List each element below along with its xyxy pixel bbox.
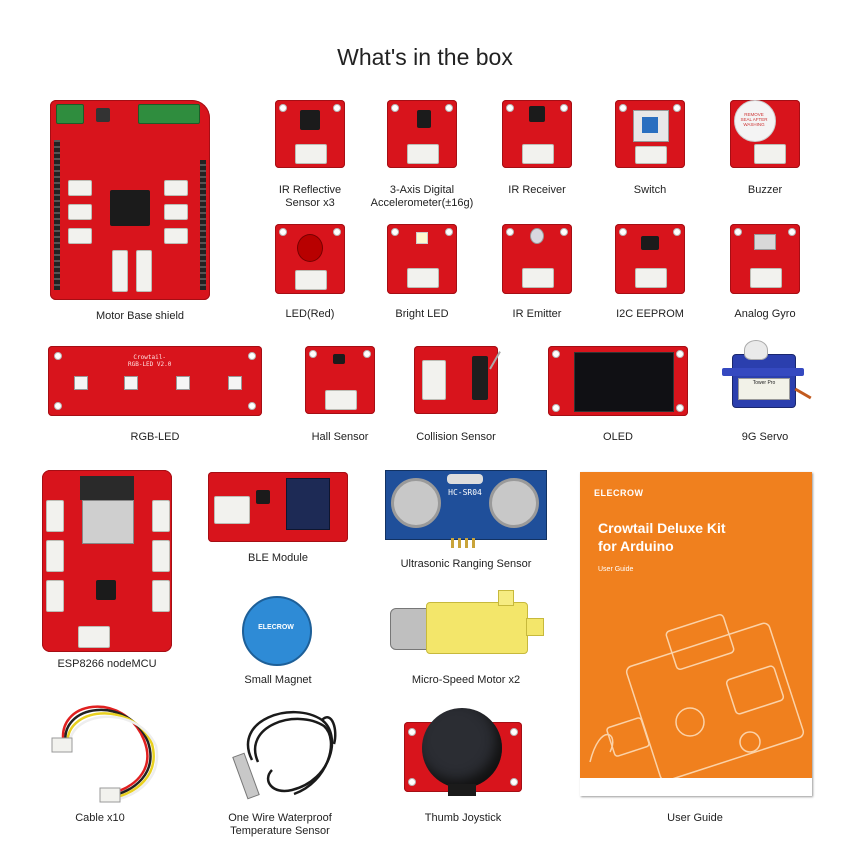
caption-ble-module: BLE Module	[248, 552, 308, 564]
motor-base-shield	[50, 100, 210, 300]
caption-analog-gyro: Analog Gyro	[734, 308, 796, 320]
bright-led-module	[387, 224, 457, 294]
guide-brand: ELECROW	[594, 488, 644, 498]
thumb-joystick	[404, 708, 522, 804]
hall-sensor-module	[305, 346, 375, 414]
caption-small-magnet: Small Magnet	[244, 674, 312, 686]
analog-gyro-module	[730, 224, 800, 294]
caption-led-red: LED(Red)	[285, 308, 335, 320]
oled-module	[548, 346, 688, 416]
servo-brand-label: Tower Pro	[738, 378, 790, 400]
caption-collision-sensor: Collision Sensor	[416, 431, 496, 443]
ultrasonic-model-label: HC-SR04	[448, 488, 482, 497]
caption-ir-receiver: IR Receiver	[508, 184, 566, 196]
i2c-eeprom-module	[615, 224, 685, 294]
ir-reflective-sensor	[275, 100, 345, 168]
buzzer-sticker: REMOVE SEAL AFTER WASHING	[740, 112, 768, 127]
caption-ir-emitter: IR Emitter	[512, 308, 562, 320]
rgb-led-module: Crowtail- RGB-LED V2.0	[48, 346, 262, 416]
caption-ir-reflective: IR Reflective Sensor x3	[278, 184, 342, 209]
caption-cable: Cable x10	[75, 812, 125, 824]
caption-motor-base-shield: Motor Base shield	[95, 310, 185, 322]
caption-servo: 9G Servo	[741, 431, 789, 443]
caption-oled: OLED	[603, 431, 633, 443]
guide-subtitle: User Guide	[598, 566, 634, 573]
caption-hall-sensor: Hall Sensor	[311, 431, 369, 443]
page-title: What's in the box	[337, 44, 513, 70]
magnet-brand: ELECROW	[258, 624, 294, 631]
caption-i2c-eeprom: I2C EEPROM	[616, 308, 684, 320]
esp8266-nodemcu	[42, 470, 172, 652]
ultrasonic-sensor: HC-SR04	[385, 470, 547, 550]
switch-module	[615, 100, 685, 168]
cable-bundle	[51, 705, 159, 803]
caption-accelerometer: 3-Axis Digital Accelerometer(±16g)	[370, 184, 474, 209]
ir-receiver-module	[502, 100, 572, 168]
ir-emitter-module	[502, 224, 572, 294]
caption-micro-motor: Micro-Speed Motor x2	[411, 674, 521, 686]
rgb-board-label: Crowtail- RGB-LED V2.0	[128, 354, 172, 368]
caption-esp8266: ESP8266 nodeMCU	[57, 658, 157, 670]
led-red-module	[275, 224, 345, 294]
temperature-sensor-probe	[232, 711, 337, 800]
caption-joystick: Thumb Joystick	[424, 812, 502, 824]
ble-module	[208, 472, 348, 542]
caption-temp-sensor: One Wire Waterproof Temperature Sensor	[228, 812, 332, 837]
small-magnet: ELECROW	[242, 596, 312, 666]
guide-title-line2: for Arduino	[598, 538, 674, 554]
guide-cover-art	[589, 613, 805, 782]
caption-buzzer: Buzzer	[747, 184, 783, 196]
caption-switch: Switch	[633, 184, 667, 196]
servo-motor: Tower Pro	[722, 340, 812, 420]
user-guide-booklet: ELECROW Crowtail Deluxe Kit for Arduino …	[580, 472, 812, 796]
caption-rgb-led: RGB-LED	[130, 431, 180, 443]
buzzer-module: REMOVE SEAL AFTER WASHING	[730, 100, 800, 168]
caption-user-guide: User Guide	[667, 812, 723, 824]
accelerometer-module	[387, 100, 457, 168]
caption-bright-led: Bright LED	[395, 308, 449, 320]
caption-ultrasonic: Ultrasonic Ranging Sensor	[400, 558, 532, 570]
collision-sensor-module	[414, 346, 514, 416]
guide-title-line1: Crowtail Deluxe Kit	[598, 520, 726, 536]
micro-speed-motor	[386, 590, 546, 670]
